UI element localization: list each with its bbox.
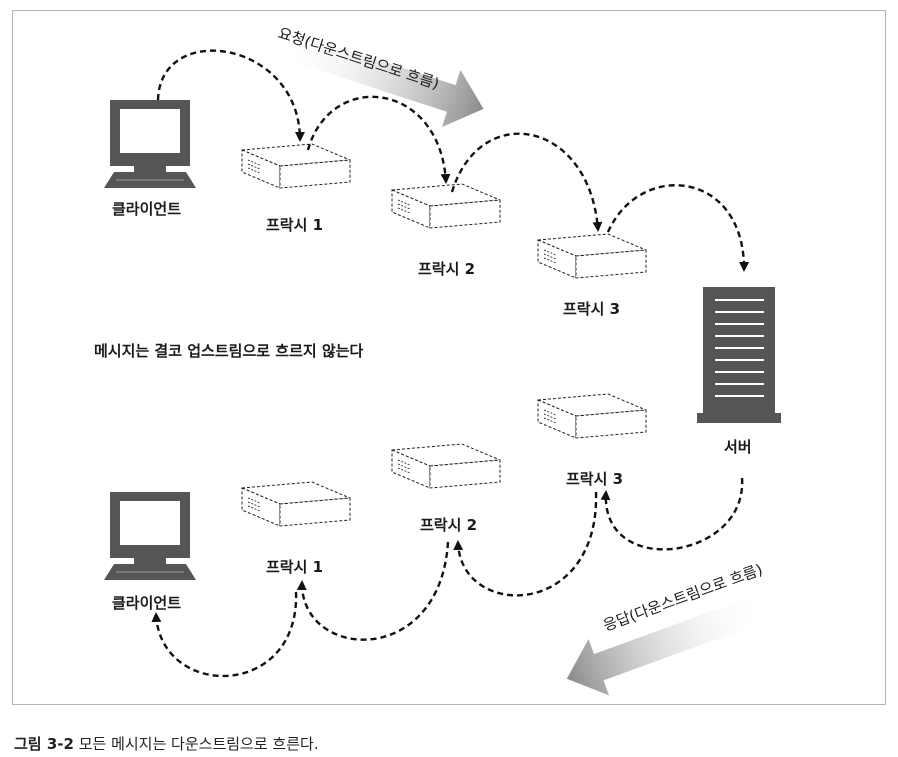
proxy2-bottom-label: 프락시 2 (420, 516, 478, 534)
proxy1-bottom-icon (241, 481, 351, 527)
proxy1-top-icon (241, 143, 351, 189)
request-path-client-proxy1 (156, 49, 305, 142)
request-flow-arrow (279, 30, 484, 127)
proxy2-bottom-icon (391, 443, 501, 489)
figure-number: 그림 3-2 (14, 735, 74, 753)
proxy2-top-label: 프락시 2 (418, 260, 476, 278)
server-label: 서버 (724, 438, 752, 456)
client-top-label: 클라이언트 (112, 200, 182, 218)
response-path-proxy3-proxy2 (453, 491, 598, 597)
proxy1-bottom-label: 프락시 1 (266, 558, 324, 576)
response-flow-arrow (566, 593, 769, 696)
figure-caption: 그림 3-2 모든 메시지는 다운스트림으로 흐른다. (14, 733, 319, 754)
response-path-server-proxy3 (600, 477, 744, 551)
client-bottom-icon (103, 491, 197, 581)
request-path-proxy2-proxy3 (450, 132, 603, 232)
request-path-proxy1-proxy2 (306, 95, 451, 184)
proxy3-top-icon (537, 233, 647, 279)
upstream-note: 메시지는 결코 업스트림으로 흐르지 않는다 (94, 342, 364, 360)
figure-frame (12, 10, 886, 705)
proxy3-top-label: 프락시 3 (563, 300, 621, 318)
client-top-icon (103, 99, 197, 189)
figure-caption-text: 모든 메시지는 다운스트림으로 흐른다. (78, 735, 319, 753)
proxy3-bottom-icon (537, 393, 647, 439)
server-icon (697, 287, 781, 423)
client-bottom-label: 클라이언트 (112, 594, 182, 612)
proxy3-bottom-label: 프락시 3 (566, 470, 624, 488)
proxy1-top-label: 프락시 1 (266, 216, 324, 234)
response-path-proxy2-proxy1 (296, 541, 450, 641)
proxy2-top-icon (391, 183, 501, 229)
request-path-proxy3-server (606, 184, 750, 272)
